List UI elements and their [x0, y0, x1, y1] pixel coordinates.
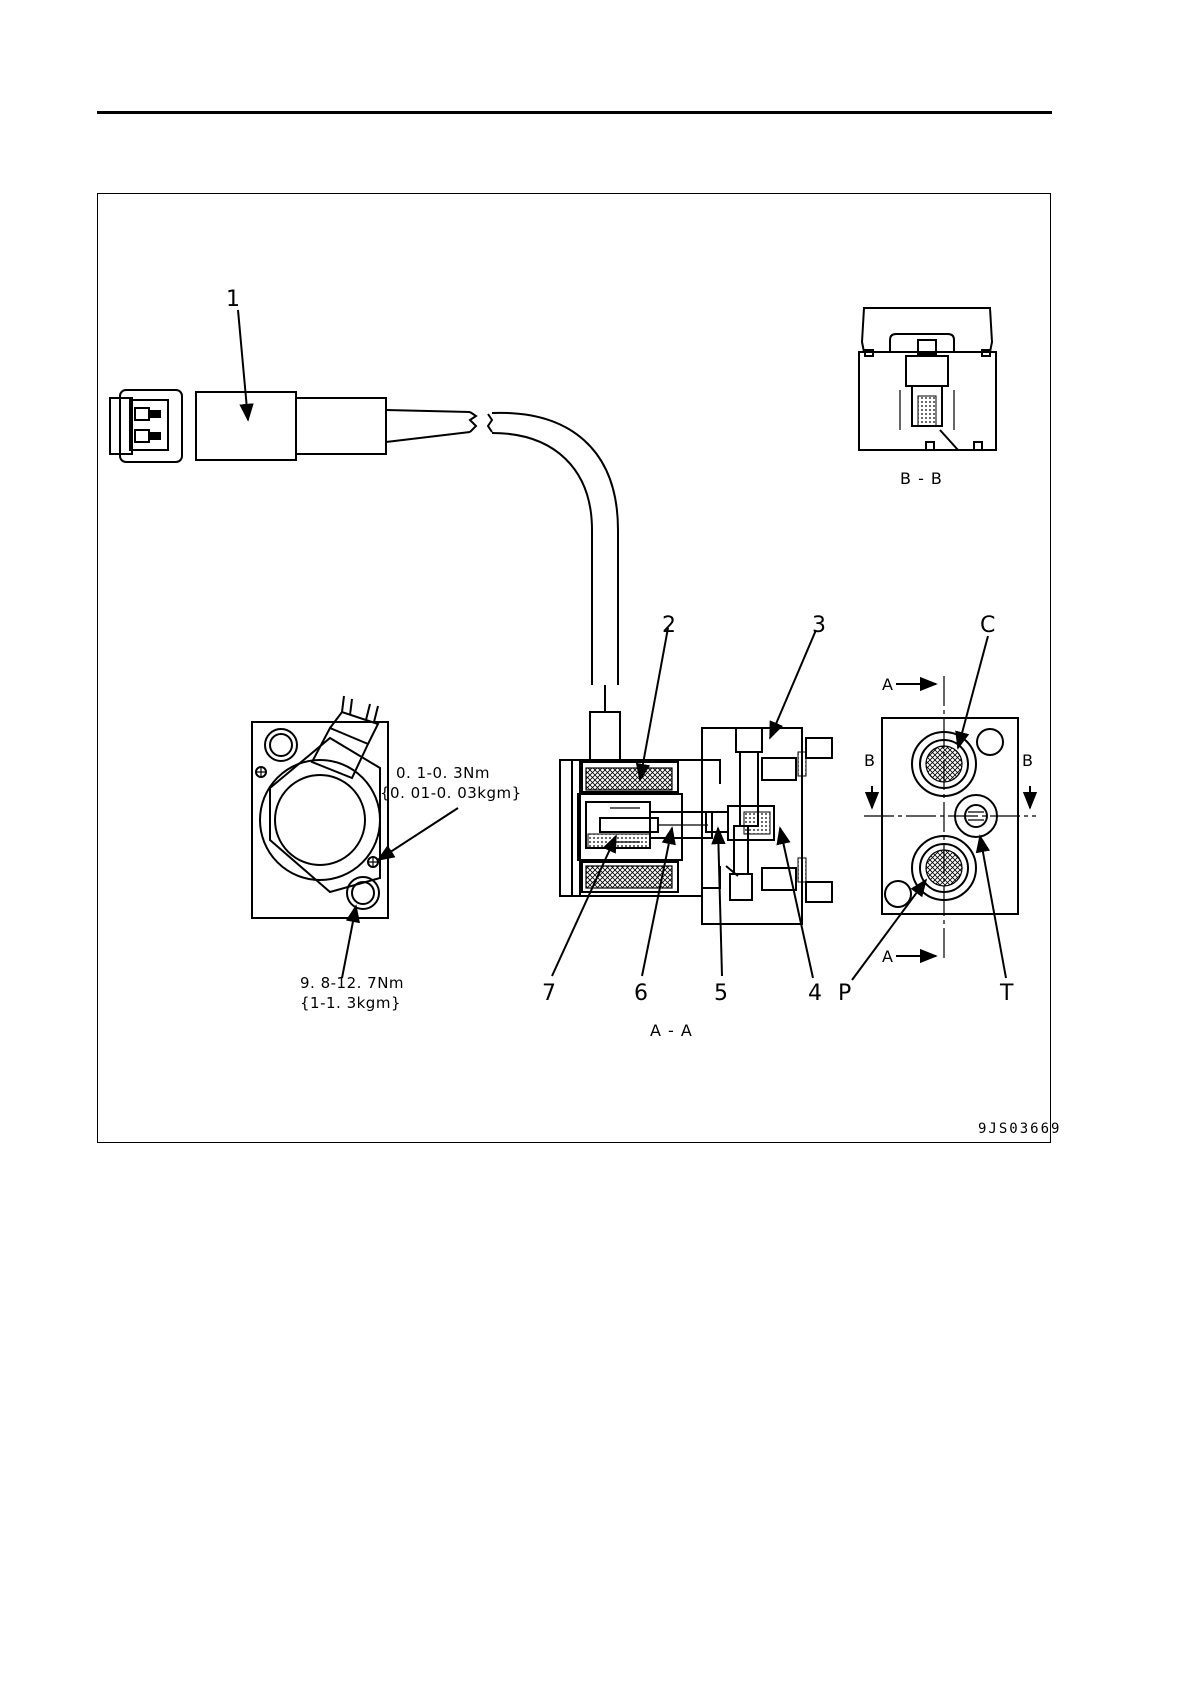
section-bb-title: B - B [900, 469, 943, 488]
callout-c: C [980, 613, 995, 638]
callout-4: 4 [808, 981, 822, 1006]
section-view-aa [560, 712, 832, 924]
section-aa-title: A - A [650, 1021, 693, 1040]
marker-b-left: B [864, 751, 876, 770]
figure-code: 9JS03669 [978, 1121, 1061, 1137]
marker-a-bottom: A [882, 947, 894, 966]
marker-b-right: B [1022, 751, 1034, 770]
callout-6: 6 [634, 981, 648, 1006]
torque-mount-bolt-kgm: {1-1. 3kgm} [300, 994, 401, 1012]
section-markers [872, 684, 1030, 956]
torque-mount-bolt-nm: 9. 8-12. 7Nm [300, 974, 404, 992]
callout-7: 7 [542, 981, 556, 1006]
callout-1: 1 [226, 287, 240, 312]
callout-3: 3 [812, 613, 826, 638]
callout-p: P [838, 981, 851, 1006]
callout-t: T [999, 981, 1014, 1006]
torque-small-screw-nm: 0. 1-0. 3Nm [396, 764, 490, 782]
connector-assembly [110, 390, 492, 462]
callout-5: 5 [714, 981, 728, 1006]
callout-2: 2 [662, 613, 676, 638]
cable [492, 413, 618, 712]
solenoid-front-view [252, 696, 388, 918]
valve-face-view [864, 676, 1036, 962]
marker-a-top: A [882, 675, 894, 694]
section-view-bb [859, 308, 996, 450]
torque-small-screw-kgm: {0. 01-0. 03kgm} [380, 784, 522, 802]
